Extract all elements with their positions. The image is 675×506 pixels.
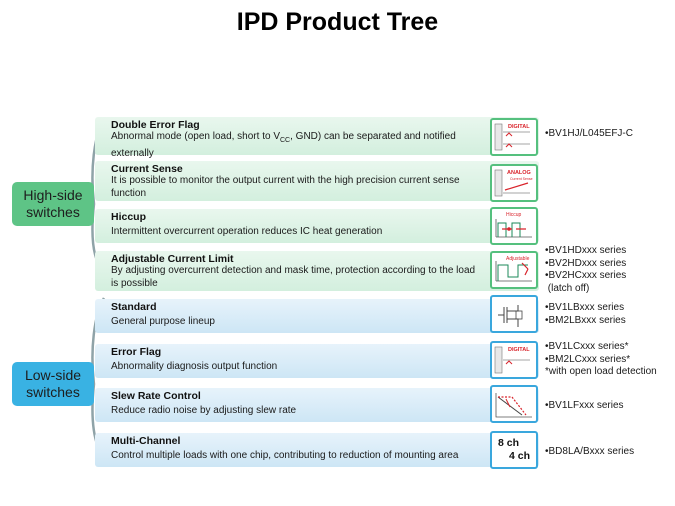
row-slew-rate-control: Slew Rate Control Reduce radio noise by … [95,388,539,422]
row-title: Adjustable Current Limit [111,253,234,265]
digital-flag-icon: DIGITAL [490,341,538,379]
category-high-side-label: High-side switches [23,187,83,220]
channel-count-8: 8 ch [498,437,520,449]
parts-multi-channel: •BD8LA/Bxxx series [545,446,635,457]
row-hiccup: Hiccup Intermittent overcurrent operatio… [95,209,539,243]
parts-error-flag: •BV1LCxxx series* •BM2LCxxx series* *wit… [545,341,657,377]
slew-rate-icon [490,385,538,423]
row-adjustable-current-limit: Adjustable Current Limit By adjusting ov… [95,251,539,291]
row-description: Control multiple loads with one chip, co… [111,450,459,461]
svg-text:Adjustable: Adjustable [506,256,530,262]
row-description: By adjusting overcurrent detection and m… [111,265,476,289]
analog-sense-icon: ANALOG Current Sense [490,164,538,202]
row-title: Double Error Flag [111,119,200,131]
row-title: Multi-Channel [111,435,181,447]
row-error-flag: Error Flag Abnormality diagnosis output … [95,344,539,378]
category-high-side: High-side switches [12,182,94,226]
hiccup-waveform-icon: Hiccup [490,207,538,245]
svg-text:DIGITAL: DIGITAL [508,347,530,353]
svg-text:DIGITAL: DIGITAL [508,124,530,130]
category-low-side-label: Low-side switches [24,367,82,400]
row-title: Hiccup [111,211,147,223]
parts-slew-rate: •BV1LFxxx series [545,400,624,411]
svg-text:Current Sense: Current Sense [510,177,533,181]
mosfet-icon [490,295,538,333]
adjustable-limit-icon: Adjustable [490,251,538,289]
svg-text:Hiccup: Hiccup [506,212,522,218]
row-description: Abnormality diagnosis output function [111,361,278,372]
row-description: Abnormal mode (open load, short to VCC, … [111,131,456,159]
row-description: It is possible to monitor the output cur… [111,175,460,199]
page-title: IPD Product Tree [236,8,439,36]
parts-adjustable: •BV1HDxxx series •BV2HDxxx series •BV2HC… [545,245,627,294]
parts-double-error-flag: •BV1HJ/L045EFJ-C [545,128,633,139]
row-description: Reduce radio noise by adjusting slew rat… [111,405,297,416]
row-title: Error Flag [111,346,162,358]
row-standard: Standard General purpose lineup [95,299,539,333]
row-description: Intermittent overcurrent operation reduc… [111,226,383,237]
svg-text:ANALOG: ANALOG [507,170,531,176]
row-title: Slew Rate Control [111,390,201,402]
channel-count-icon: 8 ch 4 ch [490,431,538,469]
row-description: General purpose lineup [111,316,215,327]
digital-flag-icon: DIGITAL [490,118,538,156]
row-multi-channel: Multi-Channel Control multiple loads wit… [95,433,539,467]
row-title: Standard [111,301,157,313]
row-title: Current Sense [111,163,183,175]
channel-count-4: 4 ch [509,450,531,462]
parts-standard: •BV1LBxxx series •BM2LBxxx series [545,302,626,326]
row-current-sense: Current Sense It is possible to monitor … [95,161,539,201]
category-low-side: Low-side switches [12,362,94,406]
row-double-error-flag: Double Error Flag Abnormal mode (open lo… [95,117,539,159]
